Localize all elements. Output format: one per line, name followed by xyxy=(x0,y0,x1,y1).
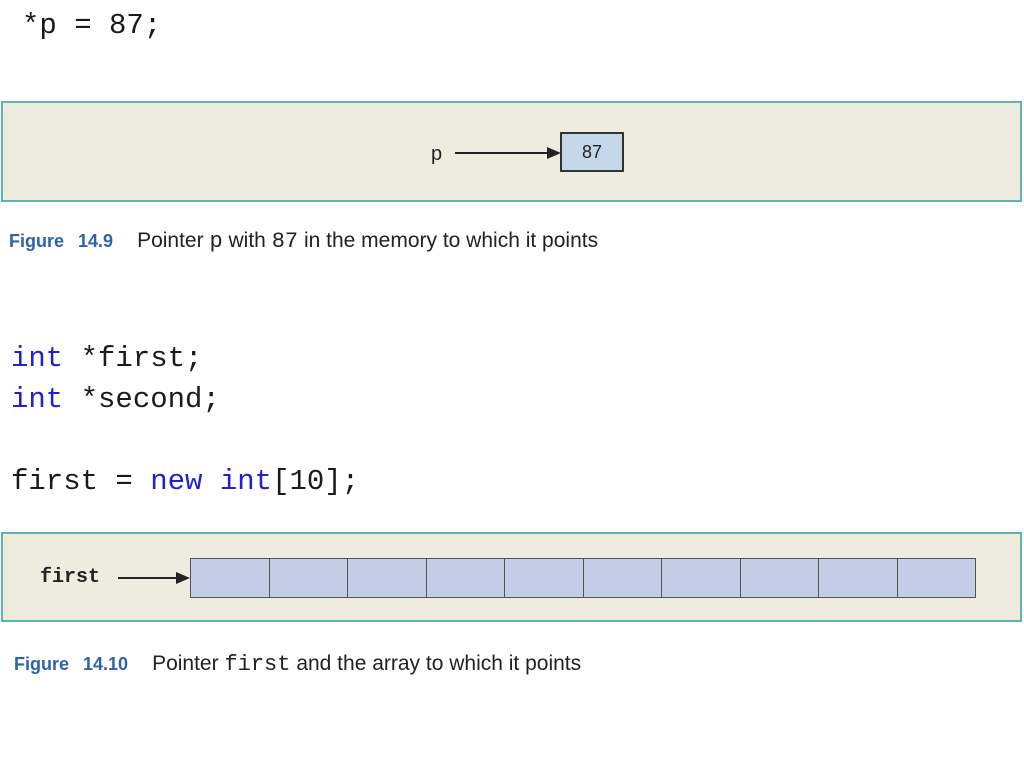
code-text: *second; xyxy=(63,383,220,416)
int-array-10 xyxy=(190,558,976,598)
keyword-int: int xyxy=(219,465,273,498)
keyword-int: int xyxy=(11,383,64,416)
figure-14-9-diagram: p 87 xyxy=(1,101,1022,202)
figure-label: Figure xyxy=(14,654,70,674)
array-cell xyxy=(347,559,426,597)
code-block-declarations: int *first; int *second; first = new int… xyxy=(11,338,359,502)
figure-label: Figure xyxy=(9,231,65,251)
array-cell xyxy=(425,559,505,597)
pointer-arrow-icon xyxy=(118,572,190,584)
array-cell xyxy=(896,559,976,597)
array-cell xyxy=(739,559,819,597)
caption-var: first xyxy=(224,652,291,677)
array-cell xyxy=(818,559,897,597)
code-text: [10]; xyxy=(272,465,360,498)
keyword-int: int xyxy=(11,342,64,375)
pointer-arrow-icon xyxy=(455,147,561,159)
caption-text: Pointer xyxy=(152,652,219,675)
array-cell xyxy=(661,559,740,597)
memory-cell-87: 87 xyxy=(560,132,624,172)
caption-text: with xyxy=(228,229,266,252)
keyword-new: new xyxy=(150,465,203,498)
figure-number: 14.10 xyxy=(83,654,129,674)
code-text: first = xyxy=(11,465,151,498)
figure-14-10-diagram: first xyxy=(1,532,1022,622)
figure-number: 14.9 xyxy=(78,231,114,251)
array-cell xyxy=(268,559,348,597)
pointer-p-label: p xyxy=(431,143,443,165)
caption-text: in the memory to which it points xyxy=(303,229,599,252)
array-cell xyxy=(191,559,269,597)
caption-text: and the array to which it points xyxy=(296,652,582,675)
code-text: *first; xyxy=(63,342,203,375)
code-line-assign: *p = 87; xyxy=(22,9,162,42)
array-cell xyxy=(582,559,662,597)
caption-value: 87 xyxy=(271,229,299,254)
caption-text: Pointer xyxy=(137,229,204,252)
array-cell xyxy=(504,559,583,597)
figure-14-9-caption: Figure 14.9 Pointer p with 87 in the memor… xyxy=(9,229,598,254)
caption-var: p xyxy=(209,229,223,254)
pointer-first-label: first xyxy=(40,566,101,589)
figure-14-10-caption: Figure 14.10 Pointer first and the array t… xyxy=(14,652,581,677)
